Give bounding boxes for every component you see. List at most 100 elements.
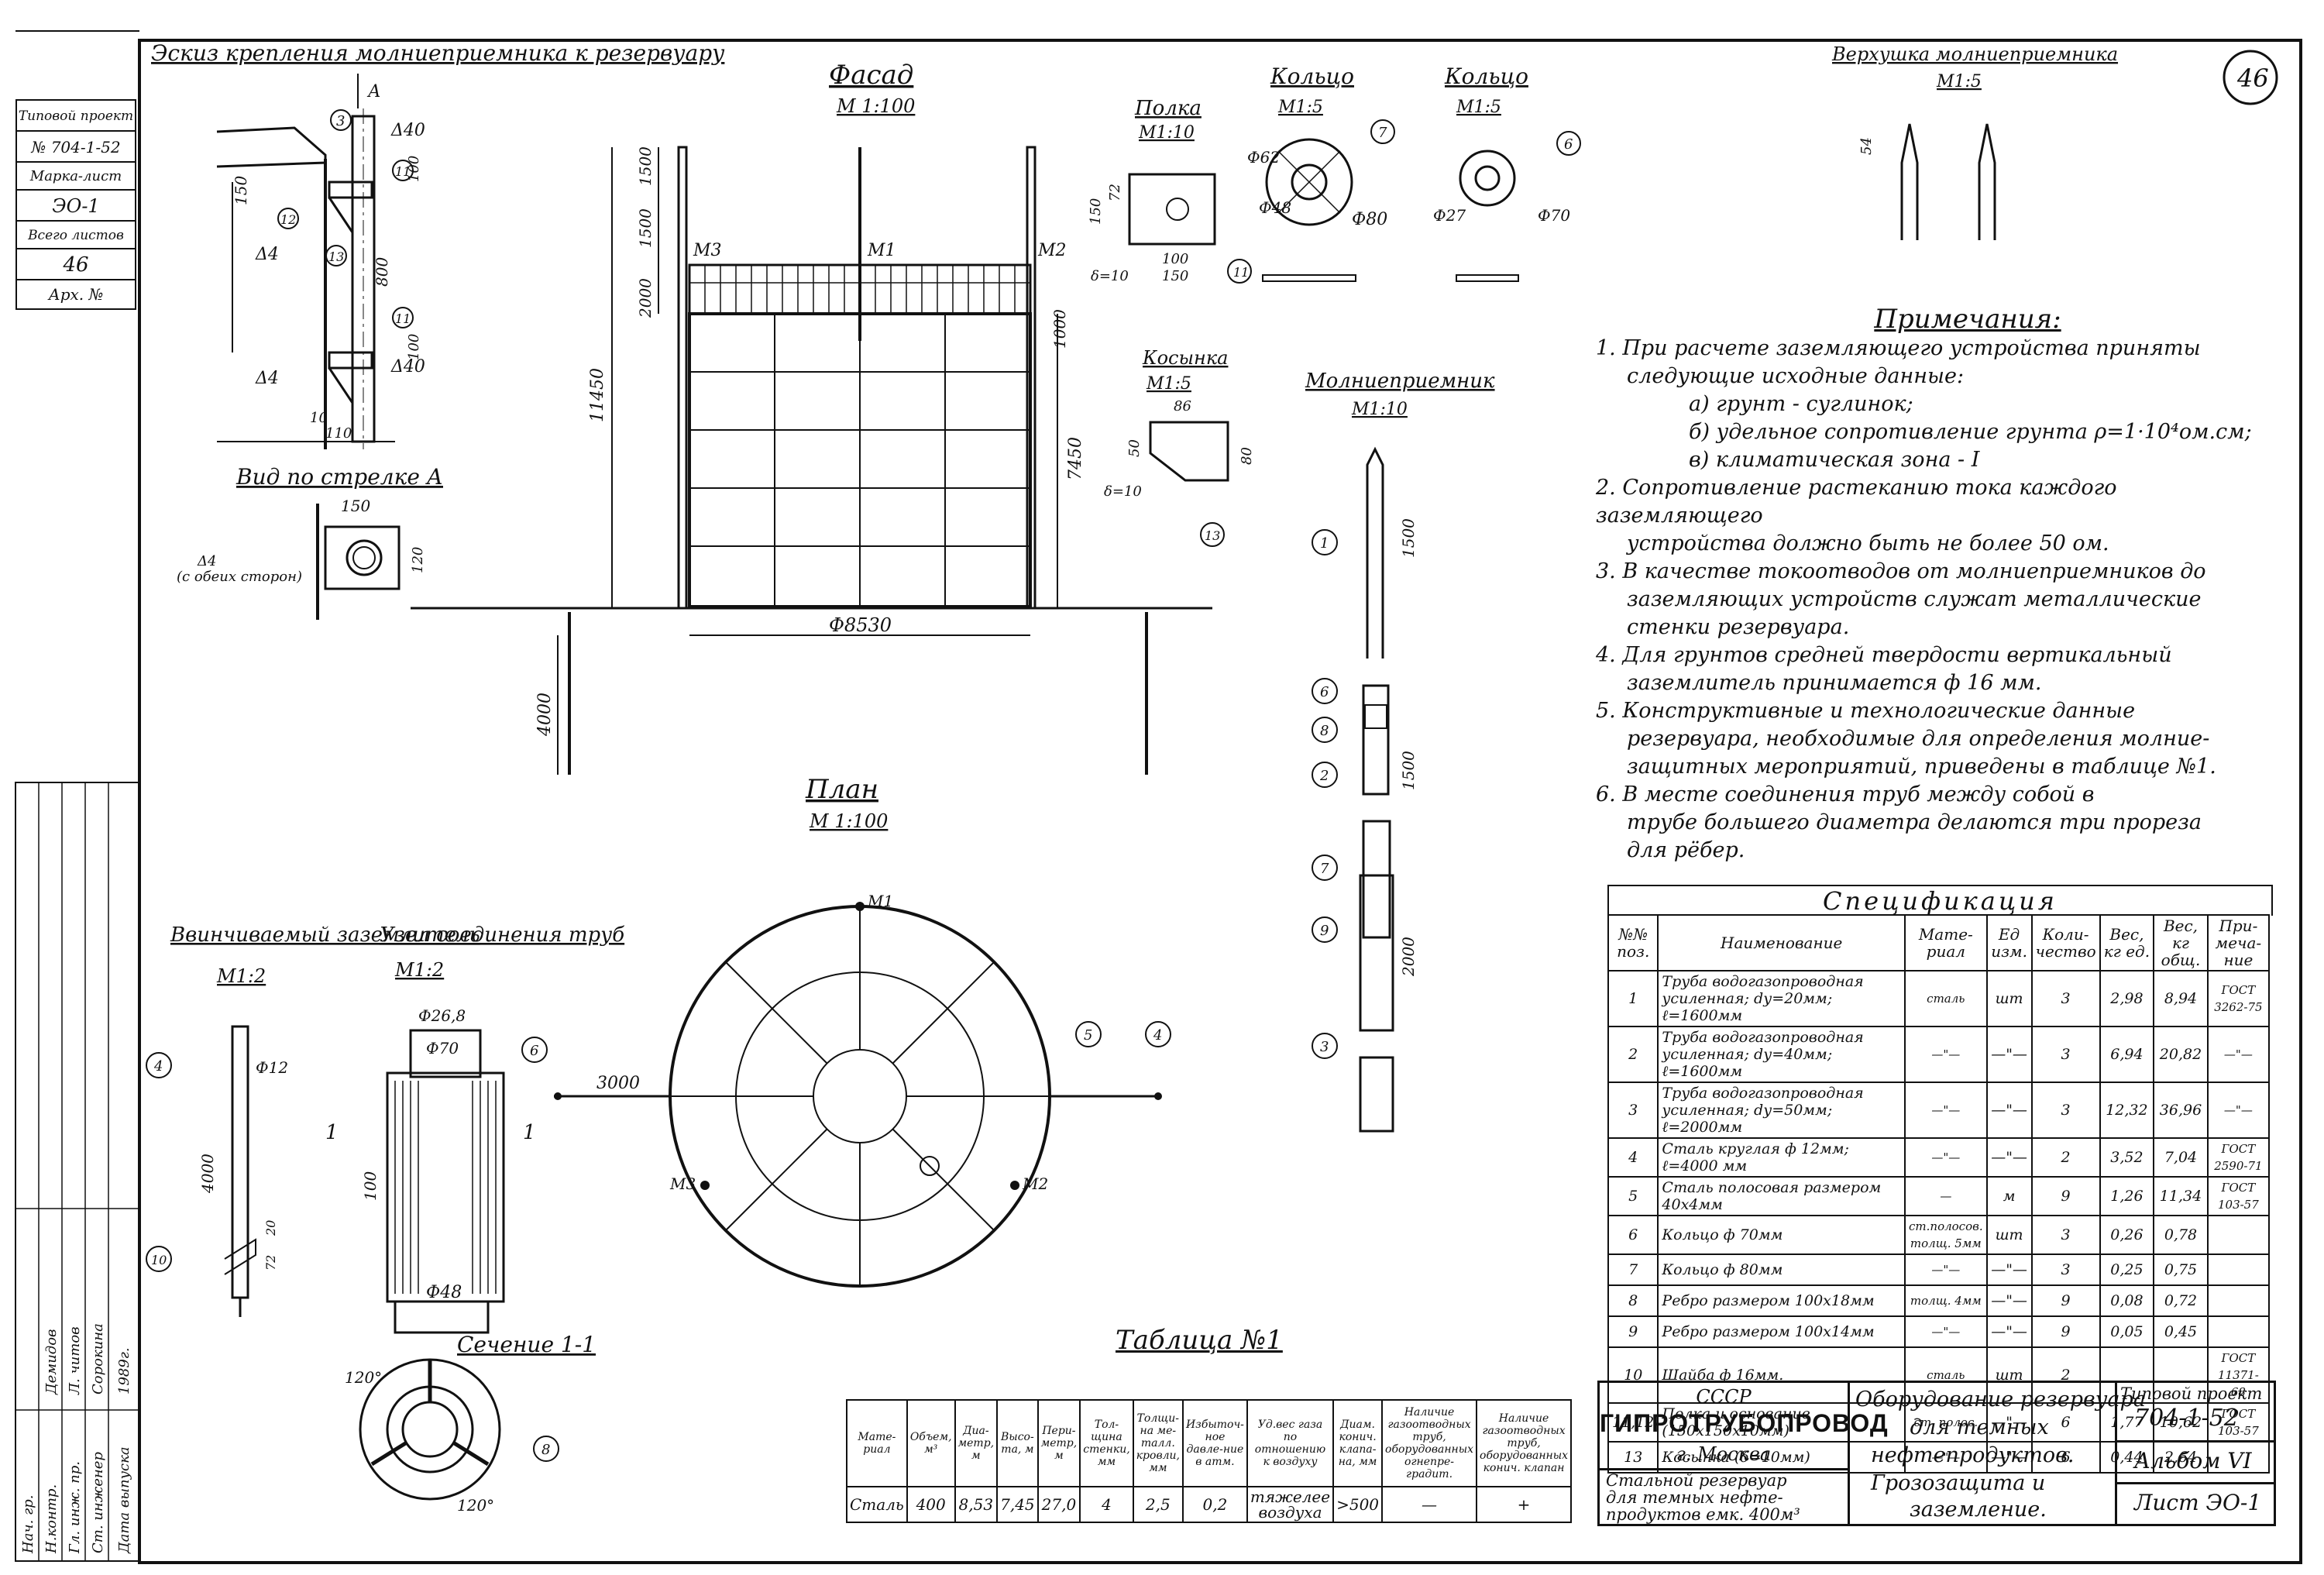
spec-cell-mat: —"— (1904, 1026, 1988, 1083)
spec-cell-mat: —"— (1904, 1315, 1988, 1348)
table1-value-cell: 400 (906, 1486, 956, 1523)
spec-cell-mat: толщ. 4мм (1904, 1284, 1988, 1317)
svg-text:План: План (805, 774, 878, 805)
stamp-desc-3: нефтепродуктов. (1871, 1443, 2075, 1467)
note-line: 2. Сопротивление растеканию тока каждого… (1596, 476, 2117, 528)
spec-header: Наименование (1657, 914, 1906, 971)
stamp-tp-label: Типовой проект (2120, 1384, 2263, 1403)
spec-cell-note (2206, 1284, 2271, 1317)
svg-text:11: 11 (395, 311, 411, 326)
note-line: следующие исходные данные: (1627, 364, 1965, 388)
svg-text:1500: 1500 (1399, 518, 1418, 558)
svg-text:М1:10: М1:10 (1351, 400, 1408, 419)
svg-text:7450: 7450 (1066, 437, 1085, 480)
table1-header-cell: Уд.вес газа по отношению к воздуху (1246, 1399, 1335, 1487)
svg-text:1000: 1000 (1050, 309, 1069, 349)
total-label: Всего листов (15, 220, 136, 249)
table1-header-cell: Диа-метр, м (954, 1399, 999, 1487)
table1-value-cell: Сталь (846, 1486, 908, 1523)
svg-text:Ст. инженер: Ст. инженер (90, 1452, 106, 1553)
stamp-desc-4: Грозозащита и (1871, 1471, 2046, 1495)
svg-text:4: 4 (153, 1058, 163, 1075)
view-arrow-note: (с обеих сторон) (177, 569, 302, 585)
svg-text:1: 1 (523, 1121, 536, 1144)
spec-cell-qty: 3 (2030, 1215, 2101, 1255)
table1-header-cell: Диам. конич. клапа-на, мм (1332, 1399, 1384, 1487)
spec-cell-no: 9 (1607, 1315, 1659, 1348)
spec-cell-w2: 0,75 (2153, 1253, 2209, 1286)
svg-text:120°: 120° (457, 1496, 494, 1515)
svg-text:Узел соединения труб: Узел соединения труб (380, 923, 624, 947)
table1-value-cell: 7,45 (996, 1486, 1039, 1523)
table1-header-cell: Наличие газоотводных труб, оборудованных… (1476, 1399, 1573, 1487)
svg-text:120: 120 (410, 547, 426, 573)
spec-cell-mat: ст.полосов. толщ. 5мм (1904, 1215, 1988, 1255)
spec-cell-no: 2 (1607, 1026, 1659, 1083)
sketch-title: Эскиз крепления молниеприемника к резерв… (151, 40, 725, 66)
svg-text:1500: 1500 (636, 146, 655, 186)
svg-text:11: 11 (1233, 265, 1249, 280)
spec-cell-note: —"— (2206, 1026, 2271, 1083)
spec-cell-name: Шайба ф 16мм. (1657, 1346, 1906, 1404)
note-line: для рёбер. (1627, 838, 1745, 862)
spec-cell-unit: —"— (1985, 1253, 2033, 1286)
note-line: заземлитель принимается ф 16 мм. (1627, 671, 2042, 695)
svg-text:М1: М1 (867, 892, 893, 910)
table1-value-cell: тяжелее воздуха (1246, 1486, 1335, 1523)
spec-cell-qty: 6 (2030, 1441, 2101, 1474)
table1-value-cell: 27,0 (1037, 1486, 1081, 1523)
total-value: 46 (15, 248, 136, 280)
svg-text:Верхушка молниеприемника: Верхушка молниеприемника (1831, 43, 2118, 65)
svg-text:М3: М3 (693, 241, 722, 260)
svg-text:13: 13 (1205, 528, 1220, 543)
svg-text:150: 150 (1162, 268, 1188, 284)
spec-cell-qty: 2 (2030, 1137, 2101, 1178)
spec-cell-unit: —"— (1985, 1082, 2033, 1139)
spec-cell-w2: 36,96 (2153, 1082, 2209, 1139)
svg-text:Молниеприемник: Молниеприемник (1305, 370, 1495, 393)
svg-text:Ф62: Ф62 (1247, 148, 1280, 167)
svg-text:10: 10 (151, 1253, 167, 1267)
stamp-subject-1: Стальной резервуар (1606, 1471, 1787, 1490)
spec-cell-qty: 9 (2030, 1315, 2101, 1348)
spec-cell-note (2206, 1441, 2271, 1474)
pipe-joint-view: Узел соединения труб М1:2 Ф26,8 Ф70 100 … (325, 923, 624, 1334)
spec-title: Спецификация (1607, 885, 2273, 916)
spec-header: Коли-чество (2030, 914, 2101, 971)
svg-text:А: А (366, 82, 381, 101)
svg-text:Косынка: Косынка (1142, 347, 1228, 369)
ring-80-view: Кольцо М1:5 Ф62 Ф48 Ф80 7 (1247, 64, 1395, 282)
spec-cell-note: ГОСТ 103-57 (2206, 1402, 2271, 1443)
table1-header-cell: Толщи-на ме-талл. кровли, мм (1132, 1399, 1184, 1487)
spec-cell-unit: —"— (1985, 1026, 2033, 1083)
table1-header-cell: Наличие газоотводных труб, оборудованных… (1381, 1399, 1478, 1487)
svg-text:М1:5: М1:5 (1146, 374, 1191, 394)
svg-text:100: 100 (406, 334, 422, 360)
spec-cell-w1: 2,98 (2099, 970, 2155, 1027)
mark-value: ЭО-1 (15, 189, 136, 222)
table1-header-cell: Пери-метр, м (1037, 1399, 1081, 1487)
svg-text:Ф70: Ф70 (426, 1039, 459, 1057)
plan-view: План М 1:100 М1 М2 М3 3000 5 4 (554, 774, 1171, 1288)
svg-text:Демидов: Демидов (43, 1329, 60, 1395)
table1-value-cell: 8,53 (954, 1486, 999, 1523)
spec-cell-note: —"— (2206, 1082, 2271, 1139)
svg-text:100: 100 (406, 156, 422, 182)
svg-text:Кольцо: Кольцо (1444, 64, 1528, 89)
svg-text:δ=10: δ=10 (1091, 268, 1129, 284)
svg-text:4000: 4000 (535, 693, 555, 737)
spec-cell-w2: 0,72 (2153, 1284, 2209, 1317)
svg-text:М1:2: М1:2 (394, 959, 444, 981)
stamp-subject-3: продуктов емк. 400м³ (1606, 1505, 1800, 1524)
spec-cell-unit: —"— (1985, 1402, 2033, 1443)
spec-header: Вес, кг ед. (2099, 914, 2155, 971)
note-line: устройства должно быть не более 50 ом. (1627, 531, 2109, 555)
spec-cell-note: ГОСТ 3262-75 (2206, 970, 2271, 1027)
spec-cell-no: 11,12 (1607, 1402, 1659, 1443)
